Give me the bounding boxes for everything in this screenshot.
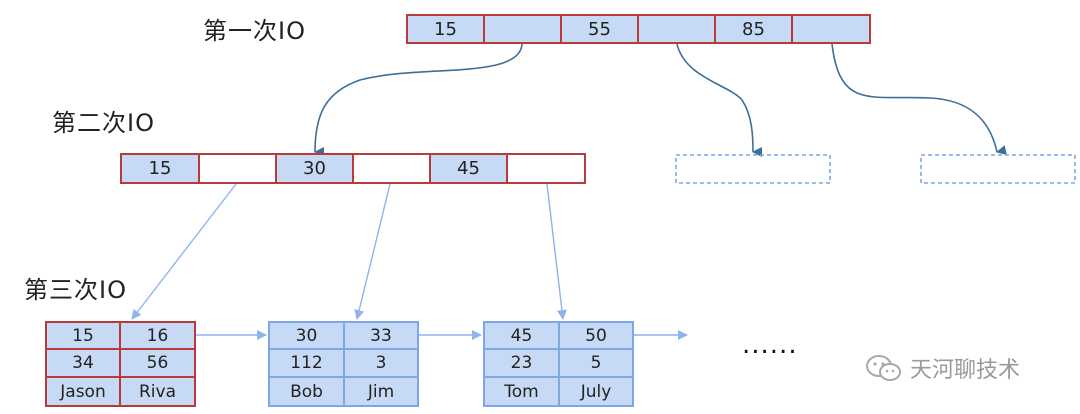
ellipsis: ...... (742, 330, 798, 360)
leaf-cell: Tom (483, 376, 560, 407)
leaf-cell: 56 (119, 348, 196, 378)
leaf-cell: Bob (268, 376, 345, 407)
leaf-cell: 16 (119, 321, 196, 350)
leaf-cell: Jim (343, 376, 419, 407)
io3-label: 第三次IO (24, 276, 127, 304)
arrow-level2-to-leaf3 (546, 183, 567, 320)
arrow-root-to-placeholder1 (676, 43, 763, 157)
arrow-root-to-placeholder2 (831, 43, 1007, 155)
io2-label: 第二次IO (52, 109, 155, 137)
level2-node: 15 30 45 (120, 153, 586, 184)
placeholder-node-2 (920, 154, 1076, 184)
watermark: 天河聊技术 (864, 352, 1020, 384)
level2-pointer (508, 155, 584, 182)
leaf-cell: 34 (45, 348, 121, 378)
leaf-cell: July (558, 376, 634, 407)
arrow-level2-to-leaf1 (131, 183, 237, 320)
level2-pointer (354, 155, 431, 182)
level2-pointer (200, 155, 277, 182)
leaf-cell: 15 (45, 321, 121, 350)
leaf-node-1: 15 16 34 56 Jason Riva (45, 321, 196, 407)
leaf-cell: 23 (483, 348, 560, 378)
placeholder-node-1 (675, 154, 831, 184)
leaf-node-3: 45 50 23 5 Tom July (483, 321, 634, 407)
root-pointer (485, 16, 562, 42)
arrow-level2-to-leaf2 (354, 183, 391, 320)
level2-key: 45 (431, 155, 508, 182)
root-key: 15 (408, 16, 485, 42)
leaf-cell: Jason (45, 376, 121, 407)
root-key: 55 (562, 16, 639, 42)
leaf-cell: 5 (558, 348, 634, 378)
level2-key: 30 (277, 155, 354, 182)
leaf-cell: 45 (483, 321, 560, 350)
root-key: 85 (716, 16, 793, 42)
leaf-cell: 30 (268, 321, 345, 350)
root-node: 15 55 85 (406, 14, 871, 44)
leaf-node-2: 30 33 112 3 Bob Jim (268, 321, 419, 407)
leaf-cell: Riva (119, 376, 196, 407)
root-pointer (639, 16, 716, 42)
watermark-text: 天河聊技术 (910, 358, 1021, 383)
wechat-icon (866, 355, 901, 381)
root-pointer (793, 16, 869, 42)
arrow-root-to-level2 (314, 43, 523, 158)
leaf-cell: 50 (558, 321, 634, 350)
leaf-cell: 3 (343, 348, 419, 378)
io1-label: 第一次IO (203, 17, 306, 45)
leaf-cell: 33 (343, 321, 419, 350)
level2-key: 15 (122, 155, 200, 182)
leaf-cell: 112 (268, 348, 345, 378)
